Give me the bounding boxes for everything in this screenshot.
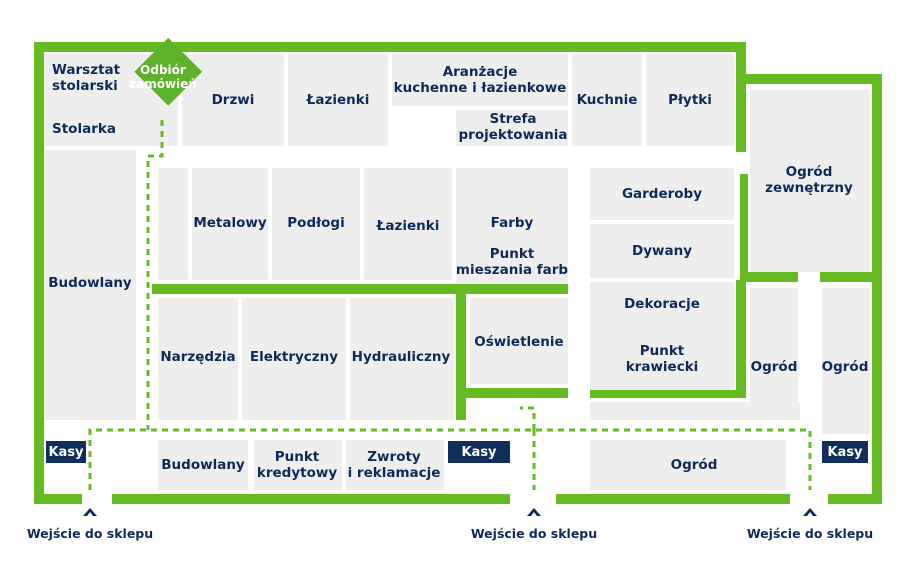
wall-right-outer xyxy=(872,74,882,504)
pickup-label: Odbiór zamówień xyxy=(129,63,197,91)
wall-mid-horizontal xyxy=(152,284,568,294)
path-center-loop xyxy=(520,406,536,430)
room-narzedzia xyxy=(158,298,238,420)
wall-bottom-4 xyxy=(828,494,882,504)
wall-right-ext-left xyxy=(740,174,748,280)
entrance-arrow-icon xyxy=(527,508,541,516)
label-ogrod-zewn: Ogród zewnętrzny xyxy=(765,164,853,196)
label-strefa: Strefa projektowania xyxy=(458,111,568,143)
label-hydrauliczny: Hydrauliczny xyxy=(351,349,451,365)
label-garderoby: Garderoby xyxy=(621,186,703,202)
rooms xyxy=(44,54,870,490)
room-plytki xyxy=(646,54,734,146)
label-punkt-mieszania: Punkt mieszania farb xyxy=(455,246,569,278)
label-kuchnie: Kuchnie xyxy=(576,92,638,108)
wall-ext-bottom xyxy=(740,272,798,282)
wall-bottom-3 xyxy=(556,494,790,504)
label-zwroty: Zwroty i reklamacje xyxy=(347,449,441,481)
entrance-arrow-icon xyxy=(803,508,817,516)
room-lazienki-top xyxy=(288,54,388,146)
label-narzedzia: Narzędzia xyxy=(160,349,236,365)
room-ogrod-mid xyxy=(750,288,798,418)
label-dywany: Dywany xyxy=(632,243,692,259)
label-farby: Farby xyxy=(490,215,534,231)
entrance-label-center: Wejście do sklepu xyxy=(470,526,598,541)
wall-dekoracje-right xyxy=(736,280,746,398)
checkout-left: Kasy xyxy=(46,441,86,463)
walking-paths xyxy=(88,120,812,490)
label-budowlany-bottom: Budowlany xyxy=(161,457,245,473)
room-ogrod-zewn xyxy=(750,90,870,272)
checkout-center: Kasy xyxy=(448,441,510,463)
wall-right-upper xyxy=(736,42,746,152)
wall-top xyxy=(34,42,746,52)
label-ogrod-mid: Ogród xyxy=(750,359,798,375)
room-zwroty xyxy=(346,440,444,490)
label-warsztat: Warsztat stolarski xyxy=(52,62,121,94)
wall-bottom-1 xyxy=(34,494,82,504)
room-hydrauliczny xyxy=(350,298,454,420)
label-budowlany-left: Budowlany xyxy=(48,275,132,291)
path-main-aisle xyxy=(88,428,812,490)
label-punkt-krawiecki: Punkt krawiecki xyxy=(625,343,699,375)
walls xyxy=(34,42,882,504)
label-podlogi: Podłogi xyxy=(287,215,345,231)
wall-left xyxy=(34,42,44,504)
wall-ext-bottom-right xyxy=(820,272,882,282)
label-ogrod-bottom: Ogród xyxy=(670,457,718,473)
room-elektryczny xyxy=(242,298,346,420)
label-oswietlenie: Oświetlenie xyxy=(474,334,564,350)
label-dekoracje: Dekoracje xyxy=(624,296,700,312)
room-oswietlenie xyxy=(470,298,568,384)
room-budowlany-left xyxy=(44,150,136,420)
label-aranzacje: Aranżacje kuchenne i łazienkowe xyxy=(393,64,567,96)
room-farby xyxy=(456,168,568,284)
room-ogrod-bottom xyxy=(590,440,786,490)
wall-right-ext-top xyxy=(736,74,882,84)
label-drzwi: Drzwi xyxy=(211,92,255,108)
room-strefa xyxy=(456,110,568,146)
entrance-label-right: Wejście do sklepu xyxy=(746,526,874,541)
room-lazienki-mid xyxy=(364,168,452,280)
room-ogrod-right xyxy=(822,288,870,434)
wall-bottom-2 xyxy=(112,494,510,504)
room-budowlany-bottom xyxy=(158,440,248,490)
wall-dekoracje-bottom xyxy=(590,390,746,398)
room-dekoracje xyxy=(590,282,734,390)
wall-oswietlenie-bottom xyxy=(456,388,568,398)
label-plytki: Płytki xyxy=(668,92,712,108)
path-pickup xyxy=(146,120,164,430)
entrance-arrow-icon xyxy=(83,508,97,516)
label-lazienki-mid: Łazienki xyxy=(376,218,440,234)
room-garderoby xyxy=(590,168,734,220)
room-punkt-kredytowy xyxy=(254,440,342,490)
checkout-right: Kasy xyxy=(822,441,868,463)
room-strip xyxy=(590,402,800,420)
room-narrow xyxy=(158,168,188,280)
label-ogrod-right: Ogród xyxy=(821,359,869,375)
room-dywany xyxy=(590,224,734,278)
wall-oswietlenie-left xyxy=(456,292,466,420)
label-lazienki-top: Łazienki xyxy=(306,92,370,108)
room-aranzacje xyxy=(392,54,568,106)
room-metalowy xyxy=(192,168,268,280)
label-punkt-kredytowy: Punkt kredytowy xyxy=(256,449,338,481)
label-stolarka: Stolarka xyxy=(52,121,116,137)
entrance-label-left: Wejście do sklepu xyxy=(26,526,154,541)
label-metalowy: Metalowy xyxy=(193,215,267,231)
room-podlogi xyxy=(272,168,360,280)
label-elektryczny: Elektryczny xyxy=(249,349,339,365)
room-kuchnie xyxy=(572,54,642,146)
